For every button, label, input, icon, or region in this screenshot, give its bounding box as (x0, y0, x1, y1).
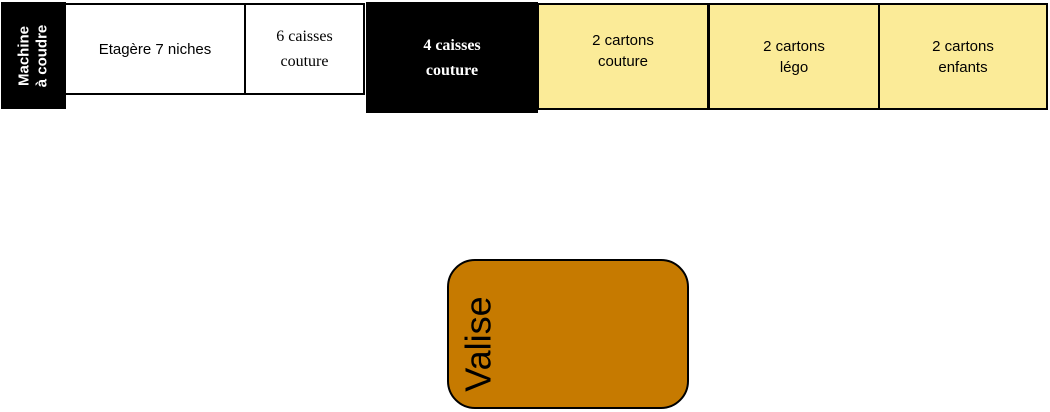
four-caisses-label: 4 caisses couture (423, 36, 481, 79)
cartons-lego-box: 2 cartons légo (708, 3, 880, 110)
four-caisses-box: 4 caisses couture (366, 2, 538, 113)
etagere-box: Etagère 7 niches (64, 3, 246, 95)
machine-a-coudre-box: Machine à coudre (1, 2, 66, 109)
cartons-couture-box: 2 cartons couture (537, 3, 709, 110)
cartons-enfants-box: 2 cartons enfants (878, 3, 1048, 110)
valise-box: Valise (447, 259, 689, 409)
cartons-enfants-label: 2 cartons enfants (932, 37, 994, 76)
six-caisses-box: 6 caisses couture (244, 3, 365, 95)
cartons-couture-label: 2 cartons couture (592, 32, 654, 70)
machine-a-coudre-label: Machine à coudre (15, 24, 51, 87)
etagere-label: Etagère 7 niches (98, 40, 212, 58)
valise-label-wrapper: Valise (458, 281, 500, 406)
valise-label: Valise (458, 295, 500, 392)
six-caisses-label: 6 caisses couture (276, 28, 333, 70)
cartons-lego-label: 2 cartons légo (763, 37, 825, 76)
